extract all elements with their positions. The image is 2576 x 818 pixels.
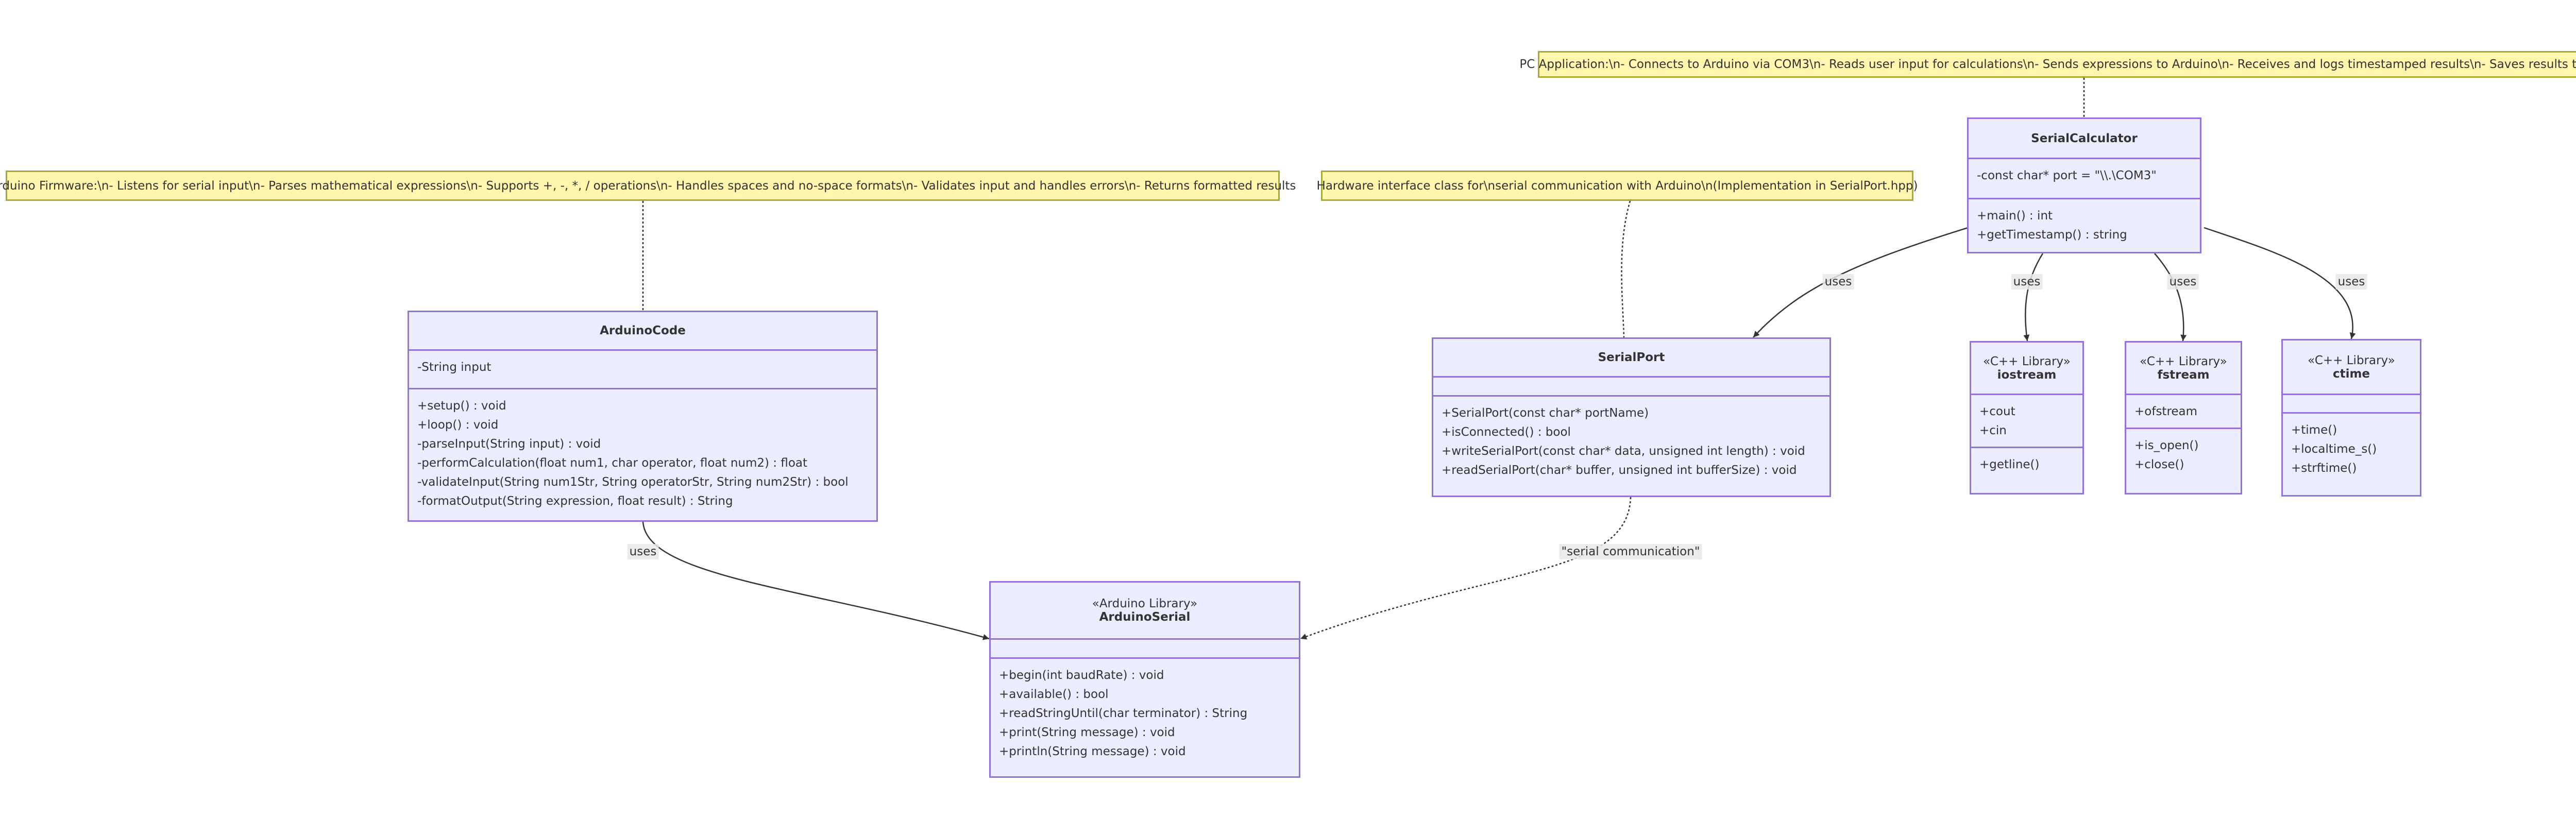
class-attributes [1433, 378, 1829, 397]
edge-label-uses-arduinoserial: uses [627, 544, 659, 559]
operation: +loop() : void [417, 418, 499, 432]
class-operations: +setup() : void +loop() : void -parseInp… [409, 389, 876, 511]
operation: +localtime_s() [2291, 442, 2377, 456]
operation: +writeSerialPort(const char* data, unsig… [1442, 445, 1805, 458]
class-attributes: +cout +cin [1971, 395, 2082, 448]
edge-uses-ctime [2204, 227, 2356, 339]
operation: +print(String message) : void [999, 726, 1175, 739]
class-name: SerialPort [1598, 351, 1665, 364]
note-arduino-firmware-text: Arduino Firmware:\n- Listens for serial … [0, 179, 1296, 193]
class-name: ArduinoSerial [1099, 610, 1191, 624]
edge-uses-iostream [2023, 253, 2044, 342]
class-stereotype: «Arduino Library» [1092, 597, 1198, 610]
class-header: «C++ Library» ctime [2283, 340, 2420, 395]
operation: -performCalculation(float num1, char ope… [417, 456, 808, 470]
edge-uses-arduinoserial [642, 521, 990, 640]
note-arduino-firmware: Arduino Firmware:\n- Listens for serial … [0, 171, 1296, 201]
class-serial-calculator[interactable]: SerialCalculator -const char* port = "\\… [1967, 117, 2201, 253]
class-attributes: -const char* port = "\\.\COM3" [1969, 159, 2200, 199]
note-hardware-interface: Hardware interface class for\nserial com… [1317, 171, 1918, 201]
operation: +getline() [1979, 458, 2040, 471]
class-operations: +getline() [1971, 448, 2082, 474]
edge-label-uses-iostream: uses [2011, 274, 2043, 289]
attribute: +ofstream [2134, 405, 2198, 418]
class-arduino-serial[interactable]: «Arduino Library» ArduinoSerial +begin(i… [989, 581, 1300, 778]
operation: +available() : bool [999, 688, 1109, 701]
class-operations: +SerialPort(const char* portName) +isCon… [1433, 397, 1829, 480]
operation: +readSerialPort(char* buffer, unsigned i… [1442, 464, 1797, 477]
class-stereotype: «C++ Library» [1983, 354, 2071, 368]
operation: +time() [2291, 423, 2337, 437]
class-name: iostream [1997, 368, 2057, 382]
operation: -validateInput(String num1Str, String op… [417, 475, 849, 489]
class-operations: +is_open() +close() [2126, 429, 2241, 474]
class-name: fstream [2157, 368, 2210, 382]
class-arduino-code[interactable]: ArduinoCode -String input +setup() : voi… [408, 311, 878, 522]
operation: +begin(int baudRate) : void [999, 669, 1164, 682]
class-attributes [991, 640, 1299, 659]
class-header: «C++ Library» iostream [1971, 343, 2082, 395]
attribute: -String input [417, 361, 492, 374]
class-fstream[interactable]: «C++ Library» fstream +ofstream +is_open… [2125, 341, 2242, 495]
class-attributes: -String input [409, 351, 876, 389]
class-name: ArduinoCode [600, 324, 686, 337]
edge-uses-serialport [1753, 227, 1969, 338]
class-header: «C++ Library» fstream [2126, 343, 2241, 395]
class-serial-port[interactable]: SerialPort +SerialPort(const char* portN… [1432, 337, 1831, 497]
edge-label-serial-communication: "serial communication" [1559, 544, 1702, 559]
class-attributes [2283, 395, 2420, 414]
operation: +getTimestamp() : string [1977, 228, 2127, 242]
attribute: +cout [1979, 405, 2015, 418]
class-operations: +time() +localtime_s() +strftime() [2283, 414, 2420, 478]
attribute: +cin [1979, 424, 2007, 437]
operation: +SerialPort(const char* portName) [1442, 406, 1649, 420]
edge-serial-communication [1300, 497, 1632, 640]
operation: +setup() : void [417, 399, 506, 413]
class-header: SerialCalculator [1969, 119, 2200, 159]
class-attributes: +ofstream [2126, 395, 2241, 429]
edge-uses-fstream [2154, 253, 2187, 342]
class-ctime[interactable]: «C++ Library» ctime +time() +localtime_s… [2281, 339, 2421, 497]
note-hardware-interface-text: Hardware interface class for\nserial com… [1316, 179, 1918, 193]
operation: +close() [2134, 458, 2184, 471]
class-operations: +begin(int baudRate) : void +available()… [991, 659, 1299, 761]
class-name: SerialCalculator [2031, 131, 2138, 145]
note-pc-application: PC Application:\n- Connects to Arduino v… [1519, 51, 2576, 78]
edge-label-uses-serialport: uses [1822, 274, 1854, 289]
class-header: SerialPort [1433, 339, 1829, 378]
operation: -formatOutput(String expression, float r… [417, 495, 733, 508]
class-operations: +main() : int +getTimestamp() : string [1969, 199, 2200, 245]
class-name: ctime [2332, 367, 2370, 381]
class-header: ArduinoCode [409, 312, 876, 351]
operation: +readStringUntil(char terminator) : Stri… [999, 707, 1248, 720]
class-stereotype: «C++ Library» [2308, 353, 2395, 367]
operation: -parseInput(String input) : void [417, 437, 601, 451]
operation: +println(String message) : void [999, 745, 1186, 758]
edge-label-uses-ctime: uses [2335, 274, 2367, 289]
operation: +is_open() [2134, 439, 2199, 452]
class-stereotype: «C++ Library» [2140, 354, 2227, 368]
operation: +main() : int [1977, 209, 2053, 223]
edge-label-uses-fstream: uses [2167, 274, 2199, 289]
note-pc-application-text: PC Application:\n- Connects to Arduino v… [1519, 58, 2576, 71]
operation: +isConnected() : bool [1442, 425, 1571, 439]
note-link-hw-interface [1621, 200, 1631, 338]
class-iostream[interactable]: «C++ Library» iostream +cout +cin +getli… [1970, 341, 2084, 495]
class-header: «Arduino Library» ArduinoSerial [991, 583, 1299, 640]
operation: +strftime() [2291, 462, 2357, 475]
attribute: -const char* port = "\\.\COM3" [1977, 169, 2157, 182]
